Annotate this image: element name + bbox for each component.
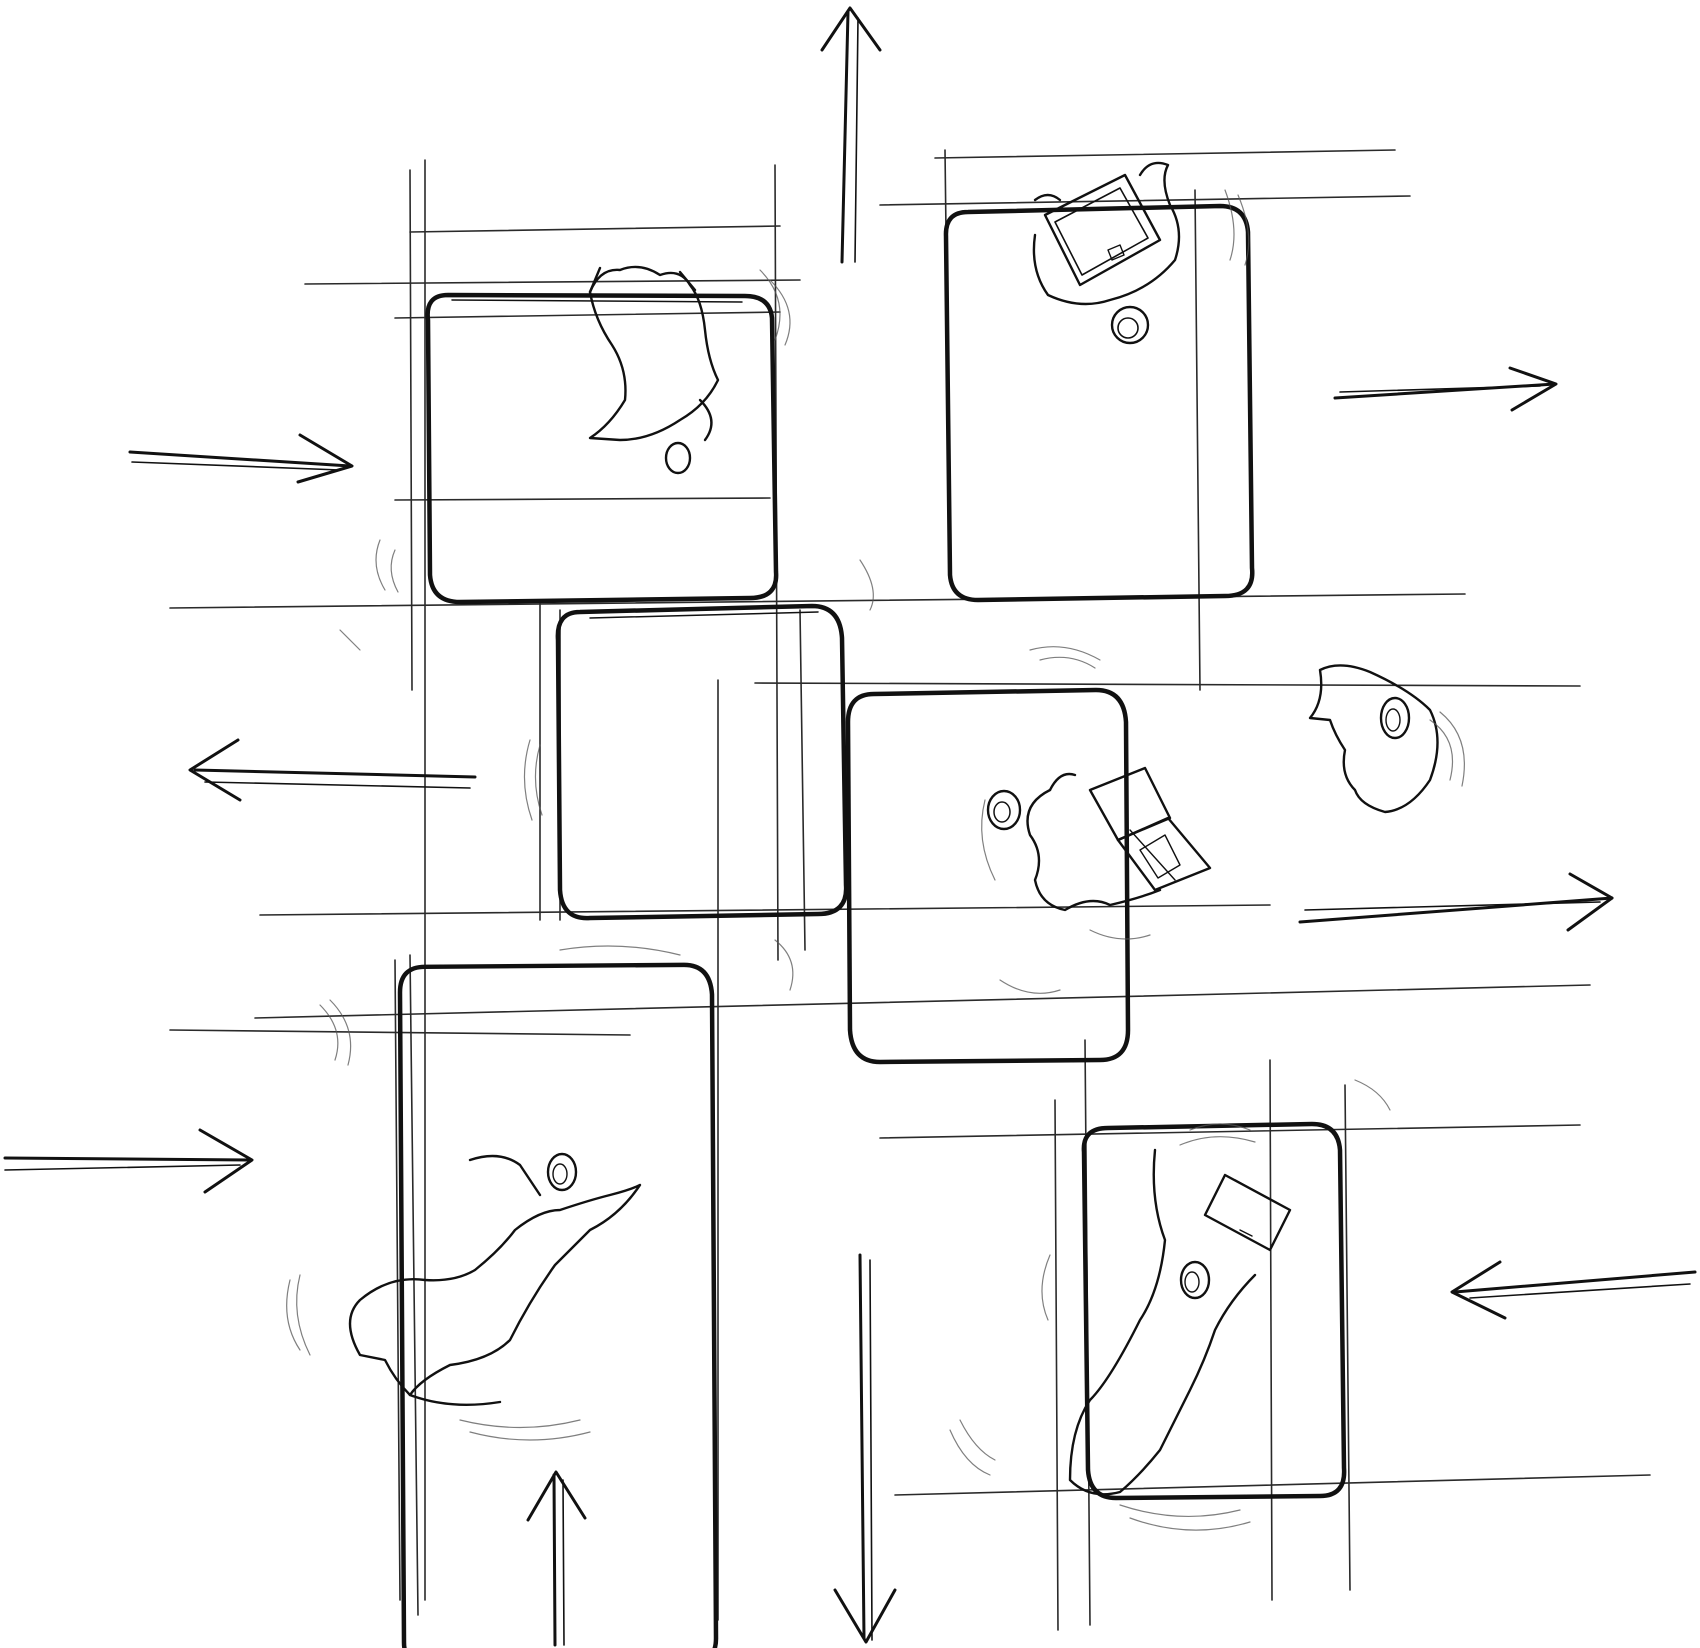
figure-with-cup <box>1068 1148 1292 1496</box>
panel-center-right <box>845 687 1131 1065</box>
arrows <box>3 6 1697 1647</box>
arrow-left-middle <box>188 738 477 802</box>
figures <box>348 161 1439 1496</box>
arrow-down-bottom <box>833 1253 897 1644</box>
figure-near-wall <box>588 265 720 475</box>
panel-top-right <box>943 203 1255 603</box>
panel-top-left <box>425 292 779 605</box>
figure-standing <box>1308 664 1439 814</box>
guide-lines <box>169 149 1651 1631</box>
arrow-up-bottom-left <box>526 1470 587 1647</box>
arrow-right-lower-left <box>3 1128 254 1194</box>
panel-center-left <box>555 603 849 921</box>
arrow-right-upper-right <box>1333 366 1558 412</box>
panel-bottom-left <box>397 962 719 1648</box>
panel-bottom-right <box>1081 1121 1347 1501</box>
arrow-up-top <box>820 6 882 264</box>
figure-with-book <box>986 766 1212 912</box>
arrow-right-middle <box>1298 872 1614 932</box>
figure-reaching <box>348 1152 642 1406</box>
panels <box>397 203 1347 1648</box>
figure-with-laptop <box>1032 161 1181 345</box>
arrow-right-upper-left <box>128 433 354 484</box>
motion-marks <box>286 189 1465 1531</box>
arrow-left-lower-right <box>1450 1260 1697 1320</box>
